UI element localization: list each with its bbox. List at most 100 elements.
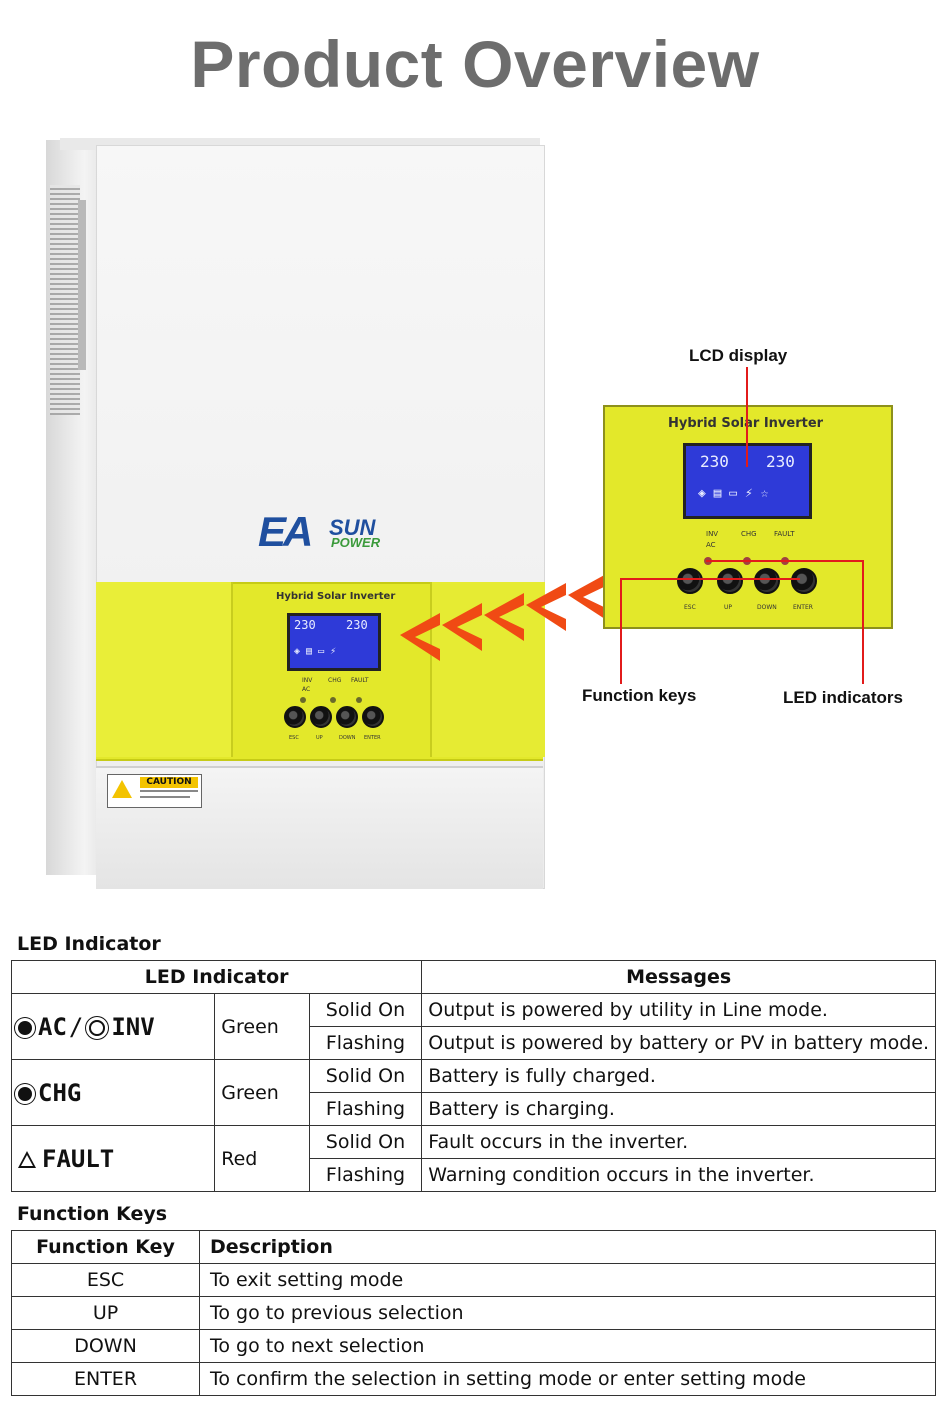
device-panel-title: Hybrid Solar Inverter	[276, 591, 396, 602]
brand-logo-power: POWER	[331, 535, 381, 550]
zoom-down-key[interactable]	[754, 568, 780, 594]
led-label-inv: INV	[302, 677, 313, 684]
zoom-esc-key[interactable]	[677, 568, 703, 594]
led-name-ac-inv: AC/ INV	[10, 993, 216, 1060]
zoom-lcd-input-value: 230	[700, 452, 729, 471]
led-name-chg-cell: CHG	[10, 1059, 216, 1126]
led-state: Flashing	[308, 1092, 423, 1126]
led-message: Output is powered by utility in Line mod…	[421, 993, 936, 1027]
led-header-indicator: LED Indicator	[10, 960, 423, 994]
zoom-lcd-flow-icons: ◈ ▤ ▭ ⚡ ☆	[698, 486, 769, 501]
device-up-key[interactable]	[310, 706, 332, 728]
led-header-messages: Messages	[421, 960, 936, 994]
vent-grille	[50, 185, 80, 415]
device-key-label-down: DOWN	[339, 735, 356, 741]
device-key-label-esc: ESC	[289, 735, 299, 741]
key-description: To exit setting mode	[199, 1263, 936, 1297]
led-message: Battery is fully charged.	[421, 1059, 936, 1093]
table-row: CHG Green Solid On Battery is fully char…	[10, 1059, 936, 1126]
device-lcd-screen: 230 230 ◈ ▤ ▭ ⚡	[287, 613, 381, 671]
device-enter-key[interactable]	[362, 706, 384, 728]
keys-section-heading: Function Keys	[17, 1203, 168, 1225]
led-chg-dot	[330, 697, 336, 703]
device-down-key[interactable]	[336, 706, 358, 728]
zoom-lcd-screen: 230 230 ◈ ▤ ▭ ⚡ ☆	[683, 443, 812, 519]
led-state: Flashing	[308, 1158, 423, 1192]
led-color: Green	[214, 993, 310, 1060]
page-title: Product Overview	[190, 27, 760, 101]
control-band-right	[430, 582, 545, 757]
brand-logo-sun: SUN	[329, 515, 376, 540]
led-section-heading: LED Indicator	[17, 933, 161, 955]
table-row: Function Key Description	[11, 1230, 936, 1264]
table-row: UP To go to previous selection	[11, 1296, 936, 1330]
side-ports	[78, 200, 86, 370]
led-color: Green	[214, 1059, 310, 1126]
callout-lcd-display: LCD display	[689, 346, 788, 365]
solar-panel-icon: ◈ ▤ ▭ ⚡	[294, 646, 337, 657]
caution-header: CAUTION	[140, 777, 198, 788]
callout-line-keys-v	[620, 578, 622, 684]
zoom-panel-title: Hybrid Solar Inverter	[668, 416, 824, 431]
zoom-up-key[interactable]	[717, 568, 743, 594]
zoom-key-label-enter: ENTER	[793, 604, 813, 611]
zoom-led-label-inv: INV	[706, 530, 719, 538]
led-name-chg: CHG	[38, 1078, 82, 1107]
device-esc-key[interactable]	[284, 706, 306, 728]
callout-line-lcd	[746, 367, 748, 467]
key-name: ENTER	[11, 1362, 200, 1396]
led-blink-icon	[89, 1019, 106, 1036]
led-name-inv: INV	[111, 1012, 155, 1041]
key-description: To go to next selection	[199, 1329, 936, 1363]
zoom-led-label-chg: CHG	[741, 530, 757, 538]
table-row: Flashing Warning condition occurs in the…	[12, 1158, 936, 1192]
led-state: Solid On	[308, 1059, 423, 1093]
lcd-output-value: 230	[346, 618, 368, 632]
key-name: ESC	[11, 1263, 200, 1297]
warning-triangle-icon	[112, 780, 132, 798]
led-name-ac: AC	[38, 1012, 67, 1041]
zoom-led-label-fault: FAULT	[774, 530, 795, 538]
key-name: DOWN	[11, 1329, 200, 1363]
led-message: Battery is charging.	[421, 1092, 936, 1126]
led-indicator-table: LED Indicator Messages AC/ INV Green Soli…	[10, 960, 936, 1192]
led-label-chg: CHG	[328, 677, 342, 684]
caution-label: CAUTION	[107, 774, 202, 808]
warning-icon	[18, 1151, 36, 1168]
key-description: To go to previous selection	[199, 1296, 936, 1330]
key-name: UP	[11, 1296, 200, 1330]
device-key-label-enter: ENTER	[364, 735, 381, 741]
callout-line-led-h	[706, 560, 864, 562]
led-name-fault: FAULT	[42, 1144, 115, 1173]
device-key-label-up: UP	[316, 735, 323, 741]
callout-line-keys-h	[620, 578, 800, 580]
zoom-key-label-up: UP	[724, 604, 733, 611]
led-on-icon	[18, 1020, 32, 1035]
key-description: To confirm the selection in setting mode…	[199, 1362, 936, 1396]
led-state: Solid On	[308, 993, 423, 1027]
zoom-arrows-icon	[400, 573, 608, 661]
callout-led-indicators: LED indicators	[783, 688, 903, 707]
table-row: LED Indicator Messages	[10, 960, 936, 994]
led-name-fault-cell: FAULT	[10, 1125, 216, 1192]
function-keys-table: Function Key Description ESC To exit set…	[11, 1230, 936, 1396]
led-fault-dot	[356, 697, 362, 703]
lcd-input-value: 230	[294, 618, 316, 632]
led-color: Red	[214, 1125, 310, 1192]
table-row: FAULT Red Solid On Fault occurs in the i…	[10, 1125, 936, 1192]
zoom-enter-key[interactable]	[791, 568, 817, 594]
led-label-ac: AC	[302, 686, 311, 693]
keys-header-description: Description	[199, 1230, 936, 1264]
led-state: Flashing	[308, 1026, 423, 1060]
table-row: DOWN To go to next selection	[11, 1329, 936, 1363]
brand-logo-ea: EA	[258, 508, 313, 555]
caution-line-1	[140, 790, 198, 792]
led-name-separator: /	[68, 1012, 84, 1041]
table-row: AC/ INV Green Solid On Output is powered …	[10, 993, 936, 1060]
led-state: Solid On	[308, 1125, 423, 1159]
table-row: ENTER To confirm the selection in settin…	[11, 1362, 936, 1396]
led-message: Fault occurs in the inverter.	[421, 1125, 936, 1159]
callout-line-led-v	[862, 560, 864, 684]
led-ac-dot	[300, 697, 306, 703]
zoom-lcd-output-value: 230	[766, 452, 795, 471]
